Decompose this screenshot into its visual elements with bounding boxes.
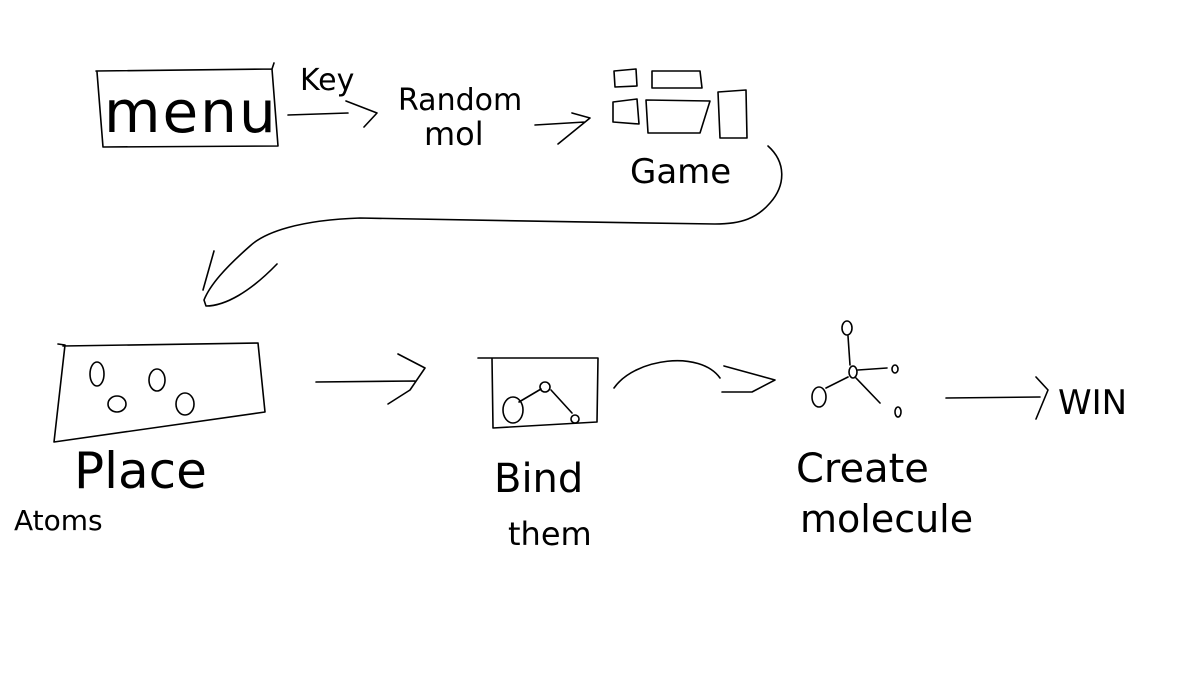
- place-box: [53, 342, 266, 443]
- bind-to-create-arrow: [613, 359, 776, 393]
- menu-box: [95, 62, 279, 148]
- molecule-icon: [811, 320, 902, 418]
- game-to-place-arrow: [202, 145, 783, 307]
- random-mol-node: Random mol: [398, 83, 522, 153]
- place-label: Place: [74, 442, 207, 500]
- bind-box: [477, 357, 599, 429]
- create-to-win-arrow: [945, 376, 1049, 420]
- place-atoms-node: Place Atoms: [14, 342, 266, 537]
- place-to-bind-arrow: [315, 353, 426, 405]
- bind-them-node: Bind them: [477, 357, 599, 553]
- menu-node: menu: [95, 62, 279, 148]
- mol-label: mol: [424, 115, 484, 153]
- game-node: Game: [612, 68, 748, 192]
- molecule-label: molecule: [800, 497, 973, 541]
- them-label: them: [508, 515, 592, 553]
- bond-icon: [502, 381, 580, 424]
- atoms-icon: [89, 361, 195, 416]
- random-to-game-arrow: [534, 112, 591, 145]
- game-label: Game: [630, 152, 731, 192]
- win-node: WIN: [1058, 383, 1127, 423]
- create-label: Create: [796, 446, 929, 492]
- atoms-label: Atoms: [14, 504, 103, 537]
- create-molecule-node: Create molecule: [796, 320, 973, 541]
- win-label: WIN: [1058, 383, 1127, 423]
- menu-label: menu: [104, 78, 278, 146]
- random-label: Random: [398, 83, 522, 118]
- bind-label: Bind: [494, 456, 583, 502]
- menu-to-random-arrow: Key: [287, 63, 378, 128]
- game-board-icon: [612, 68, 748, 139]
- key-label: Key: [300, 63, 354, 98]
